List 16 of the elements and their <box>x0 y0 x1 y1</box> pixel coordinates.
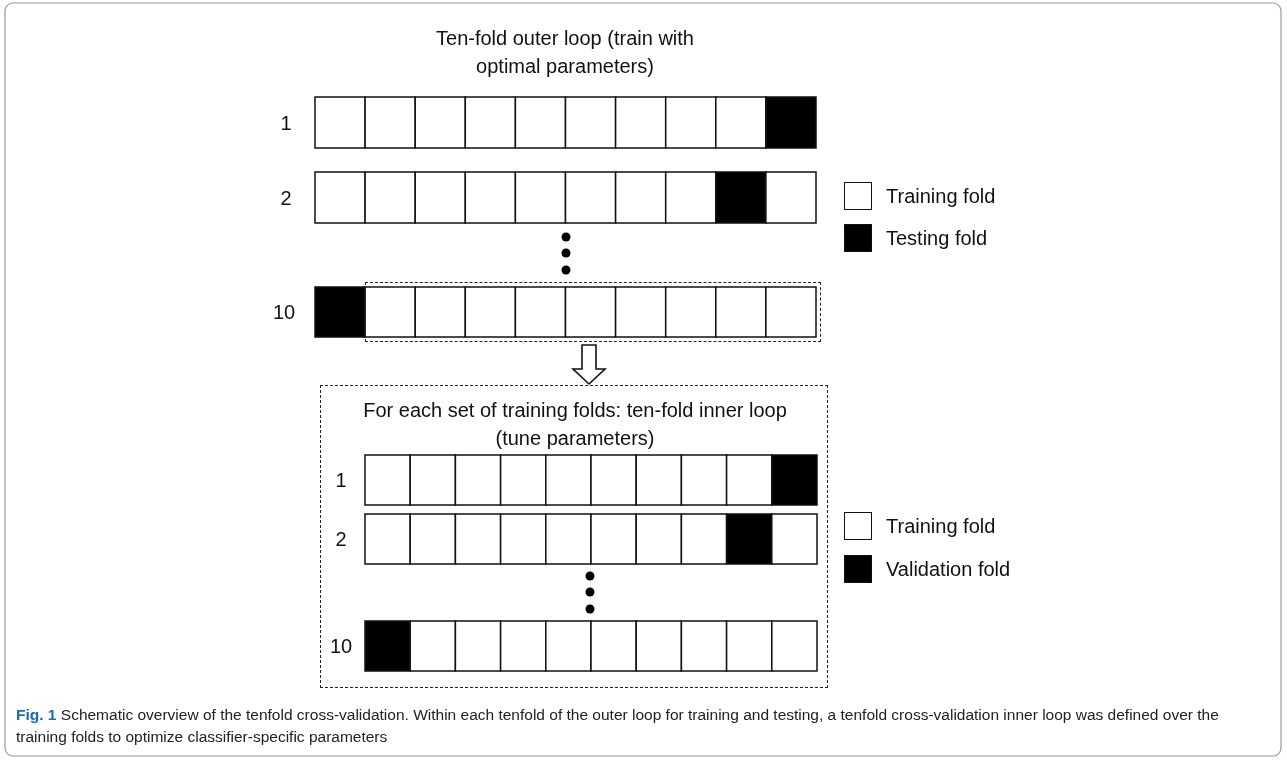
legend-label: Testing fold <box>886 226 988 250</box>
legend-label: Validation fold <box>886 557 1011 581</box>
dashed-group-box <box>365 282 821 342</box>
group-heading: For each set of training folds: ten-fold inner loop (tune parameters) <box>362 398 788 451</box>
dashed-group-box <box>320 385 828 688</box>
legend-label: Training fold <box>886 184 996 208</box>
row-number: 2 <box>334 527 348 551</box>
row-number: 10 <box>328 634 354 658</box>
row-number: 1 <box>334 468 348 492</box>
hollow-arrow <box>570 344 608 386</box>
figure-caption: Fig. 1 Schematic overview of the tenfold cross-validation. Within each tenfold of the outer loop for training and testing, a tenfold cross-validation inner loop was defined over the training folds to optimize classifier-specific parameters <box>16 705 1220 747</box>
row-number: 2 <box>279 185 293 210</box>
row-number: 10 <box>271 300 297 324</box>
title: Ten-fold outer loop (train with optimal parameters) <box>435 26 695 79</box>
row-number: 1 <box>279 110 293 135</box>
legend-label: Training fold <box>886 514 996 538</box>
